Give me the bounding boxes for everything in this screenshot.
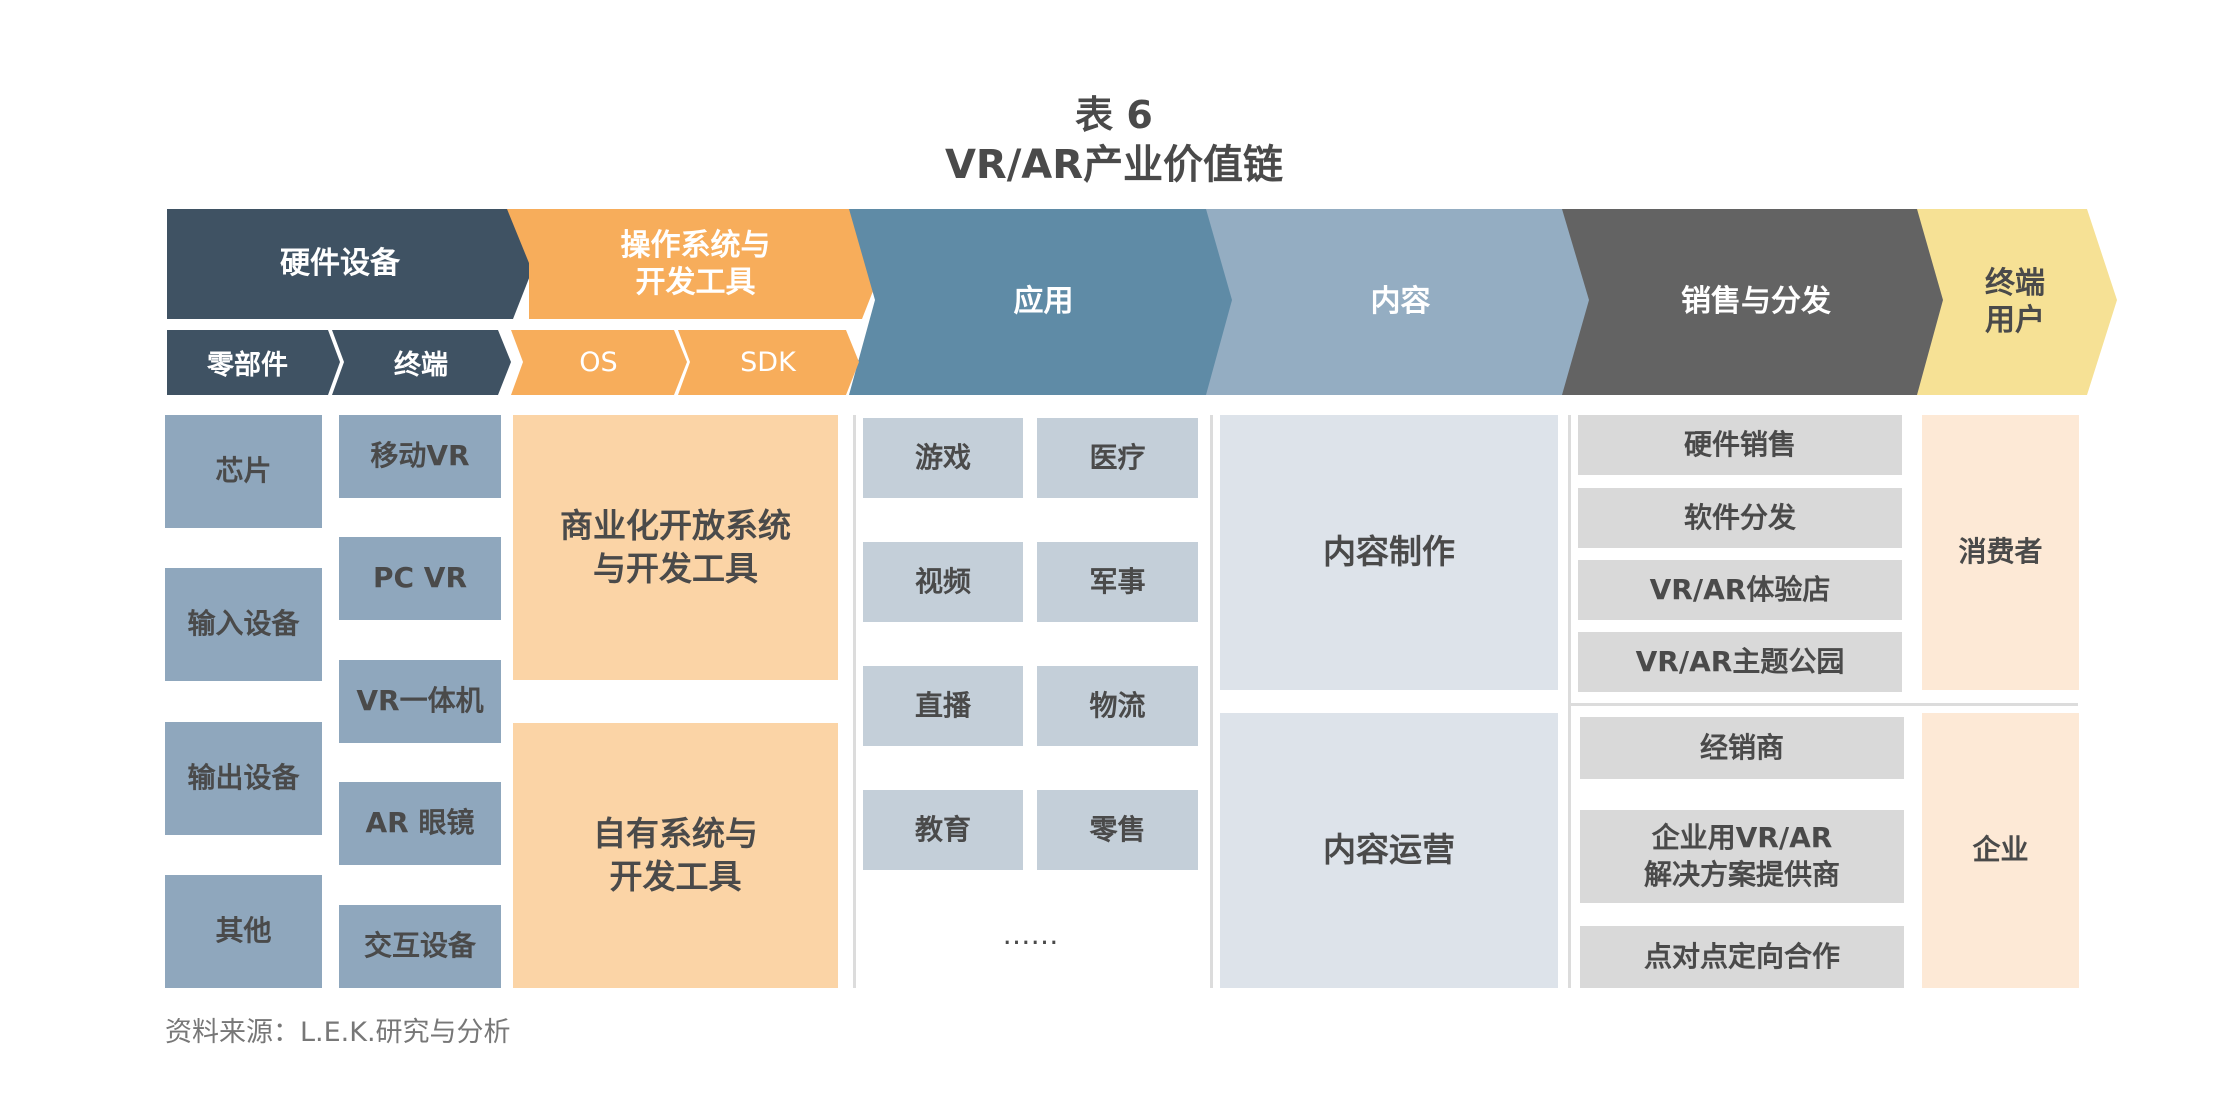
column-divider xyxy=(853,415,856,988)
source-note: 资料来源：L.E.K.研究与分析 xyxy=(165,1017,511,1048)
figure-title: VR/AR产业价值链 xyxy=(944,142,1284,188)
content-production: 内容制作 xyxy=(1220,415,1558,690)
terminal-interaction-device: 交互设备 xyxy=(339,905,501,988)
os-tools-arrow xyxy=(507,209,884,319)
os-label: OS xyxy=(579,347,618,378)
app-retail: 零售 xyxy=(1037,790,1198,870)
terminal-mobile-vr: 移动VR xyxy=(339,415,501,498)
app-game: 游戏 xyxy=(863,418,1023,498)
column-divider xyxy=(1568,415,1571,988)
app-medical: 医疗 xyxy=(1037,418,1198,498)
content-operation: 内容运营 xyxy=(1220,713,1558,988)
content-label: 内容 xyxy=(1370,284,1431,320)
sales-theme-park: VR/AR主题公园 xyxy=(1578,632,1902,692)
end-user-enterprise: 企业 xyxy=(1922,713,2079,988)
column-divider xyxy=(1210,415,1213,988)
content-arrow xyxy=(1206,209,1596,395)
app-military: 军事 xyxy=(1037,542,1198,622)
hardware-arrow xyxy=(167,209,535,319)
component-output-device: 输出设备 xyxy=(165,722,322,835)
end-user-consumer: 消费者 xyxy=(1922,415,2079,690)
terminal-vr-all-in-one: VR一体机 xyxy=(339,660,501,743)
end-users-arrow xyxy=(1917,209,2117,395)
terminals-arrow xyxy=(332,330,511,395)
sdk-arrow xyxy=(678,330,859,395)
system-commercial-open: 商业化开放系统 与开发工具 xyxy=(513,415,838,680)
component-other: 其他 xyxy=(165,875,322,988)
sales-label: 销售与分发 xyxy=(1681,284,1831,320)
apps-label: 应用 xyxy=(1013,284,1074,320)
os-arrow xyxy=(511,330,687,395)
component-input-device: 输入设备 xyxy=(165,568,322,681)
sales-hardware: 硬件销售 xyxy=(1578,415,1902,475)
row-divider xyxy=(1568,703,2078,706)
sales-distributor: 经销商 xyxy=(1580,717,1904,779)
app-video: 视频 xyxy=(863,542,1023,622)
end-users-label: 终端 用户 xyxy=(1985,265,2045,339)
terminals-label: 终端 xyxy=(394,350,448,381)
hardware-label: 硬件设备 xyxy=(280,246,400,282)
component-chip: 芯片 xyxy=(165,415,322,528)
terminal-pc-vr: PC VR xyxy=(339,537,501,620)
system-proprietary: 自有系统与 开发工具 xyxy=(513,723,838,988)
sales-software-distribution: 软件分发 xyxy=(1578,488,1902,548)
components-label: 零部件 xyxy=(207,350,288,381)
sales-experience-store: VR/AR体验店 xyxy=(1578,560,1902,620)
figure-number: 表 6 xyxy=(1075,93,1153,137)
apps-arrow xyxy=(849,209,1239,395)
sales-enterprise-solution: 企业用VR/AR 解决方案提供商 xyxy=(1580,810,1904,903)
components-arrow xyxy=(167,330,340,395)
sales-p2p-cooperation: 点对点定向合作 xyxy=(1580,926,1904,988)
app-live-stream: 直播 xyxy=(863,666,1023,746)
os-tools-label: 操作系统与 开发工具 xyxy=(620,227,771,301)
app-more-ellipsis: …… xyxy=(1002,917,1059,951)
app-education: 教育 xyxy=(863,790,1023,870)
sdk-label: SDK xyxy=(740,347,796,378)
terminal-ar-glasses: AR 眼镜 xyxy=(339,782,501,865)
sales-arrow xyxy=(1562,209,1950,395)
app-logistics: 物流 xyxy=(1037,666,1198,746)
